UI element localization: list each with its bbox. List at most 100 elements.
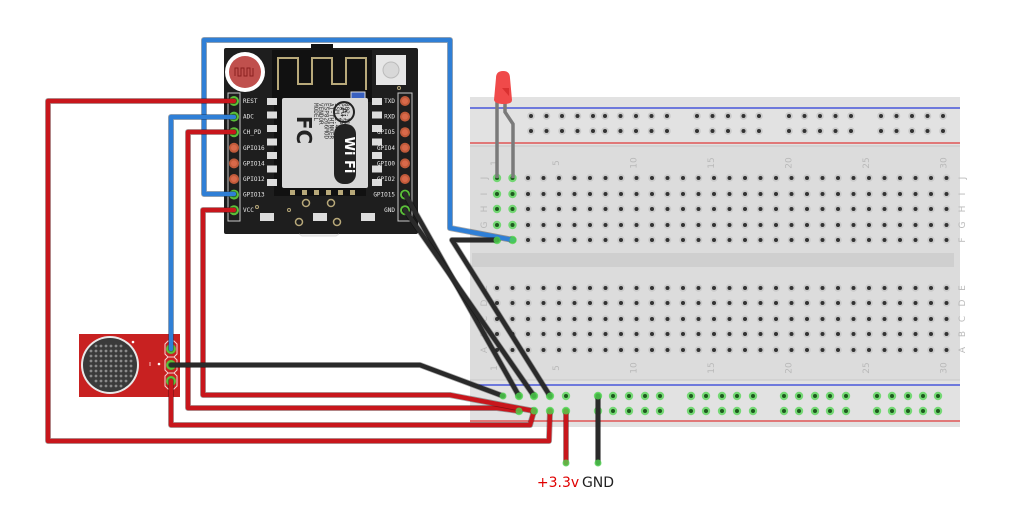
breadboard-hole	[557, 238, 561, 242]
power-rail-hole	[875, 409, 879, 413]
grille-hole	[94, 369, 98, 373]
breadboard-hole	[572, 223, 577, 227]
breadboard-hole	[851, 192, 856, 196]
grille-hole	[94, 379, 98, 383]
breadboard-hole	[774, 207, 778, 211]
breadboard-hole	[572, 348, 577, 352]
breadboard-hole	[665, 192, 670, 196]
breadboard-hole	[557, 332, 561, 336]
breadboard-hole	[712, 207, 716, 211]
power-rail-hole	[782, 394, 786, 398]
breadboard-hole	[619, 192, 623, 196]
breadboard-hole	[588, 348, 592, 352]
breadboard-hole	[867, 317, 871, 321]
grille-hole	[109, 369, 113, 373]
power-rail-hole	[710, 129, 715, 133]
breadboard-hole	[588, 332, 592, 336]
wire-end-connector	[509, 236, 517, 244]
breadboard-hole	[526, 192, 530, 196]
power-rail-hole	[751, 409, 755, 413]
breadboard-hole	[944, 176, 949, 180]
breadboard-hole	[650, 238, 654, 242]
breadboard-hole	[541, 332, 546, 336]
esp-pin-core	[231, 176, 237, 182]
row-label: C	[480, 316, 490, 322]
breadboard-hole	[603, 286, 608, 290]
jumper-1	[260, 213, 274, 221]
breadboard-hole	[712, 192, 716, 196]
power-rail-hole	[751, 394, 755, 398]
breadboard-hole	[650, 348, 654, 352]
breadboard-hole	[588, 192, 592, 196]
row-label: G	[958, 221, 968, 228]
grille-hole	[124, 349, 128, 353]
power-rail-hole	[910, 114, 914, 118]
breadboard-hole	[495, 207, 499, 211]
power-rail-hole	[921, 394, 925, 398]
chip-pad	[372, 125, 382, 132]
wire-end-connector	[562, 459, 570, 467]
breadboard-hole	[588, 176, 592, 180]
grille-hole	[109, 374, 113, 378]
breadboard-hole	[944, 348, 949, 352]
breadboard-hole	[603, 317, 608, 321]
smd-led	[350, 91, 366, 100]
breadboard-hole	[867, 207, 871, 211]
power-rail-hole	[726, 129, 730, 133]
grille-hole	[124, 364, 128, 368]
breadboard-hole	[727, 317, 732, 321]
grille-hole	[129, 359, 133, 363]
blue-wire-adc-to-mic	[168, 114, 237, 352]
power-rail-hole	[894, 114, 899, 118]
row-label: H	[480, 206, 490, 213]
chip-text-line: ISM 2.4GHz	[333, 103, 340, 140]
breadboard-hole	[913, 332, 918, 336]
breadboard-hole	[898, 238, 902, 242]
grille-hole	[119, 344, 123, 348]
chip-pad	[314, 190, 319, 195]
breadboard-hole	[696, 348, 701, 352]
black-wire-mic-gnd	[168, 362, 506, 399]
breadboard-hole	[882, 332, 887, 336]
power-rail-hole	[611, 409, 615, 413]
breadboard-hole	[758, 332, 763, 336]
breadboard-hole	[634, 301, 639, 305]
wifi-logo-text: Wi Fi	[341, 137, 356, 174]
breadboard-hole	[758, 238, 763, 242]
mount-hole	[332, 217, 342, 227]
breadboard-hole	[774, 223, 778, 227]
breadboard-hole	[681, 348, 685, 352]
power-rail-hole	[735, 394, 739, 398]
breadboard-hole	[743, 238, 747, 242]
breadboard-hole	[557, 317, 561, 321]
breadboard-hole	[665, 238, 670, 242]
breadboard-hole	[743, 332, 747, 336]
red-wire-vcc-to-vcc	[200, 207, 537, 414]
column-label: 15	[707, 157, 717, 168]
power-rail-hole	[544, 114, 549, 118]
breadboard-hole	[867, 286, 871, 290]
breadboard-hole	[805, 207, 809, 211]
esp-pin-core	[402, 129, 408, 136]
breadboard-hole	[665, 317, 670, 321]
breadboard-hole	[836, 176, 840, 180]
column-label: 10	[630, 362, 640, 374]
breadboard-hole	[727, 207, 732, 211]
breadboard-hole	[727, 301, 732, 305]
grille-hole	[89, 359, 93, 363]
grille-hole	[104, 349, 108, 353]
wire-end-connector	[594, 392, 602, 400]
breadboard-hole	[867, 223, 871, 227]
breadboard-hole	[510, 192, 515, 196]
power-rail-hole	[720, 394, 724, 398]
breadboard-hole	[634, 332, 639, 336]
wire-end-connector	[546, 392, 554, 400]
power-rail-hole	[529, 129, 533, 133]
grille-hole	[99, 344, 103, 348]
power-rail-hole	[782, 409, 786, 413]
breadboard-hole	[696, 238, 701, 242]
power-rail-hole	[591, 129, 595, 133]
breadboard-hole	[867, 238, 871, 242]
